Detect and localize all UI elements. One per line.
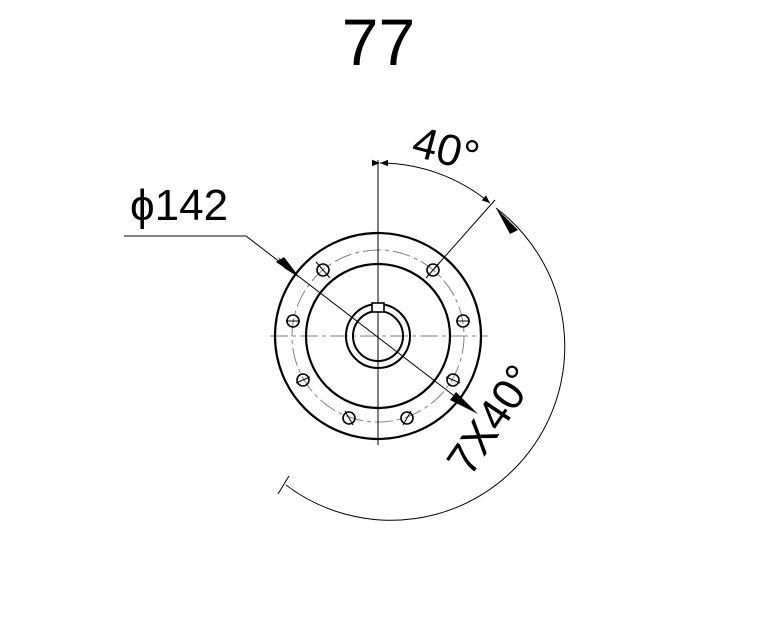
arc-arrowhead	[496, 208, 518, 234]
angle-extension-line	[432, 199, 496, 271]
inner-ring	[304, 262, 452, 410]
keyway	[371, 302, 385, 313]
drawing-title: 77	[341, 5, 416, 79]
diameter-leader	[124, 235, 471, 409]
holes-dimension-arc	[285, 207, 566, 521]
diameter-label: ϕ142	[130, 181, 228, 230]
angle-dimension-arc	[371, 159, 491, 204]
hole-cross-lines	[286, 261, 470, 426]
diameter-arrow-bottom	[450, 392, 478, 414]
arc-end-tick	[277, 475, 290, 495]
angle-label: 40°	[407, 117, 484, 182]
outer-circle	[273, 231, 483, 441]
